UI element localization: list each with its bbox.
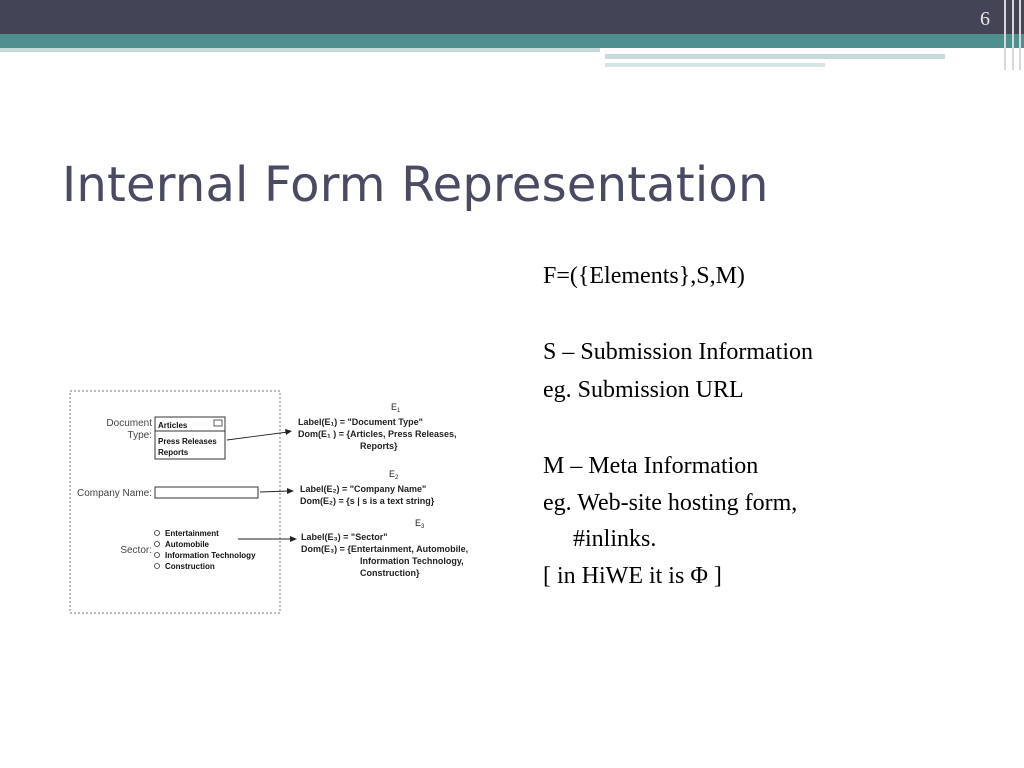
radio-button: [154, 541, 160, 547]
sector-label: Sector:: [120, 545, 152, 556]
header-divider-line: [1019, 0, 1021, 70]
form-diagram: Document Type: Articles Press Releases R…: [69, 390, 468, 614]
element-e3-domain-cont: Construction}: [360, 568, 420, 578]
header-stripe: [0, 48, 600, 52]
sector-option: Automobile: [165, 540, 210, 549]
element-e3-domain: Dom(E₃) = {Entertainment, Automobile,: [301, 544, 468, 554]
arrowhead-icon: [285, 429, 292, 435]
doc-type-option: Press Releases: [158, 437, 217, 446]
element-e1-domain: Dom(E₁ ) = {Articles, Press Releases,: [298, 429, 457, 439]
slide-number: 6: [980, 8, 990, 30]
hiwe-note-line: [ in HiWE it is Φ ]: [543, 563, 722, 589]
doc-type-option: Reports: [158, 448, 189, 457]
radio-button: [154, 552, 160, 558]
sector-option: Entertainment: [165, 529, 219, 538]
arrowhead-icon: [290, 536, 297, 542]
submission-info-line: S – Submission Information: [543, 339, 814, 365]
element-e1-name: E1: [391, 402, 401, 414]
submission-example-line: eg. Submission URL: [543, 377, 744, 403]
slide-body: F=({Elements},S,M) S – Submission Inform…: [543, 257, 963, 595]
doc-type-label: Document: [106, 418, 152, 429]
header-bar: [0, 0, 1024, 34]
dropdown-icon: [213, 419, 223, 427]
element-e1-domain-cont: Reports}: [360, 441, 398, 451]
meta-example-cont: #inlinks.: [573, 526, 657, 552]
meta-info-line: M – Meta Information: [543, 453, 759, 479]
company-name-field: [154, 486, 259, 499]
radio-button: [154, 563, 160, 569]
sector-option: Construction: [165, 562, 215, 571]
element-e2-name: E2: [389, 469, 399, 481]
element-e1-label: Label(E₁) = "Document Type": [298, 417, 423, 427]
header-stripe: [605, 54, 945, 59]
header-divider-line: [1012, 0, 1014, 70]
doc-type-label-cont: Type:: [128, 430, 152, 441]
header-divider-line: [1004, 0, 1006, 70]
element-e3-name: E3: [415, 518, 425, 530]
element-e3-label: Label(E₃) = "Sector": [301, 532, 387, 542]
spacer: [543, 409, 963, 447]
formula-line: F=({Elements},S,M): [543, 263, 745, 289]
doc-type-selected: Articles: [158, 421, 188, 430]
slide-title: Internal Form Representation: [62, 157, 769, 213]
arrow-e2: [259, 490, 290, 493]
company-name-label: Company Name:: [77, 488, 152, 499]
spacer: [543, 295, 963, 333]
doc-type-select: [154, 416, 226, 460]
arrowhead-icon: [287, 488, 294, 494]
form-border: [69, 390, 281, 614]
radio-button: [154, 530, 160, 536]
element-e3-domain-cont: Information Technology,: [360, 556, 464, 566]
element-e2-domain: Dom(E₂) = {s | s is a text string}: [300, 496, 435, 506]
header-accent-band: [0, 34, 1024, 48]
header-stripe: [605, 63, 825, 67]
meta-example-line: eg. Web-site hosting form,: [543, 490, 798, 516]
arrow-e1: [226, 431, 289, 441]
sector-option: Information Technology: [165, 551, 256, 560]
element-e2-label: Label(E₂) = "Company Name": [300, 484, 426, 494]
